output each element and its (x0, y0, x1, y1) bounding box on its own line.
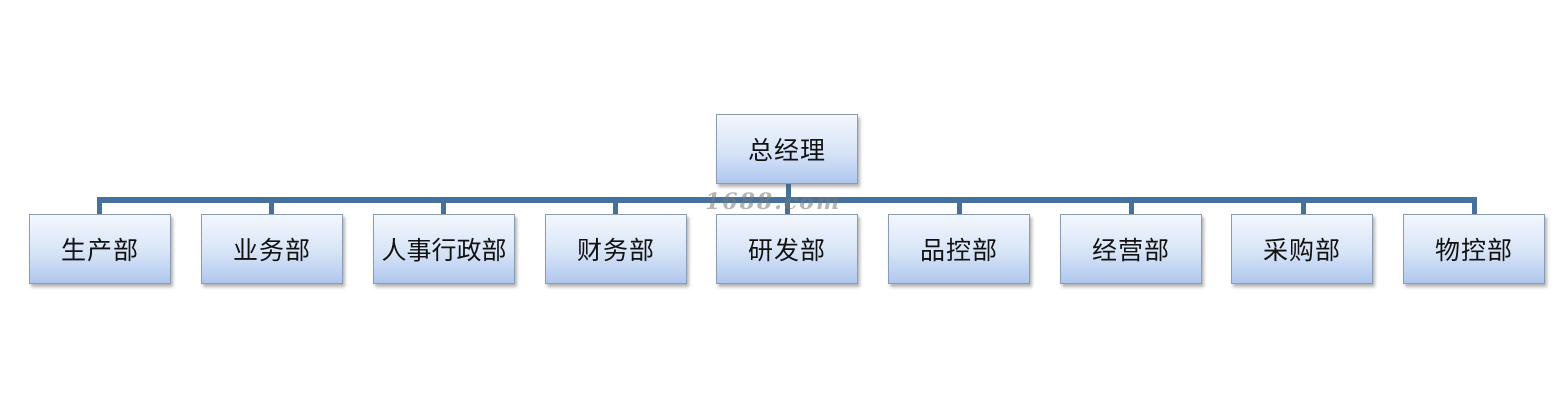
dept-node-business: 业务部 (201, 214, 343, 284)
branch-connector-4 (613, 197, 618, 214)
branch-connector-5 (785, 197, 790, 214)
branch-connector-7 (1129, 197, 1134, 214)
dept-node-production: 生产部 (29, 214, 171, 284)
dept-node-hr-admin: 人事行政部 (373, 214, 515, 284)
branch-connector-1 (97, 197, 102, 214)
dept-node-quality-control: 品控部 (888, 214, 1030, 284)
dept-node-operations: 经营部 (1060, 214, 1202, 284)
dept-node-purchasing: 采购部 (1231, 214, 1373, 284)
root-node-general-manager: 总经理 (716, 114, 858, 184)
branch-connector-6 (957, 197, 962, 214)
root-stem-connector (786, 184, 791, 201)
branch-connector-2 (269, 197, 274, 214)
branch-connector-3 (441, 197, 446, 214)
branch-connector-9 (1472, 197, 1477, 214)
dept-node-finance: 财务部 (545, 214, 687, 284)
branch-connector-8 (1301, 197, 1306, 214)
dept-node-rd: 研发部 (716, 214, 858, 284)
dept-node-material-control: 物控部 (1403, 214, 1545, 284)
